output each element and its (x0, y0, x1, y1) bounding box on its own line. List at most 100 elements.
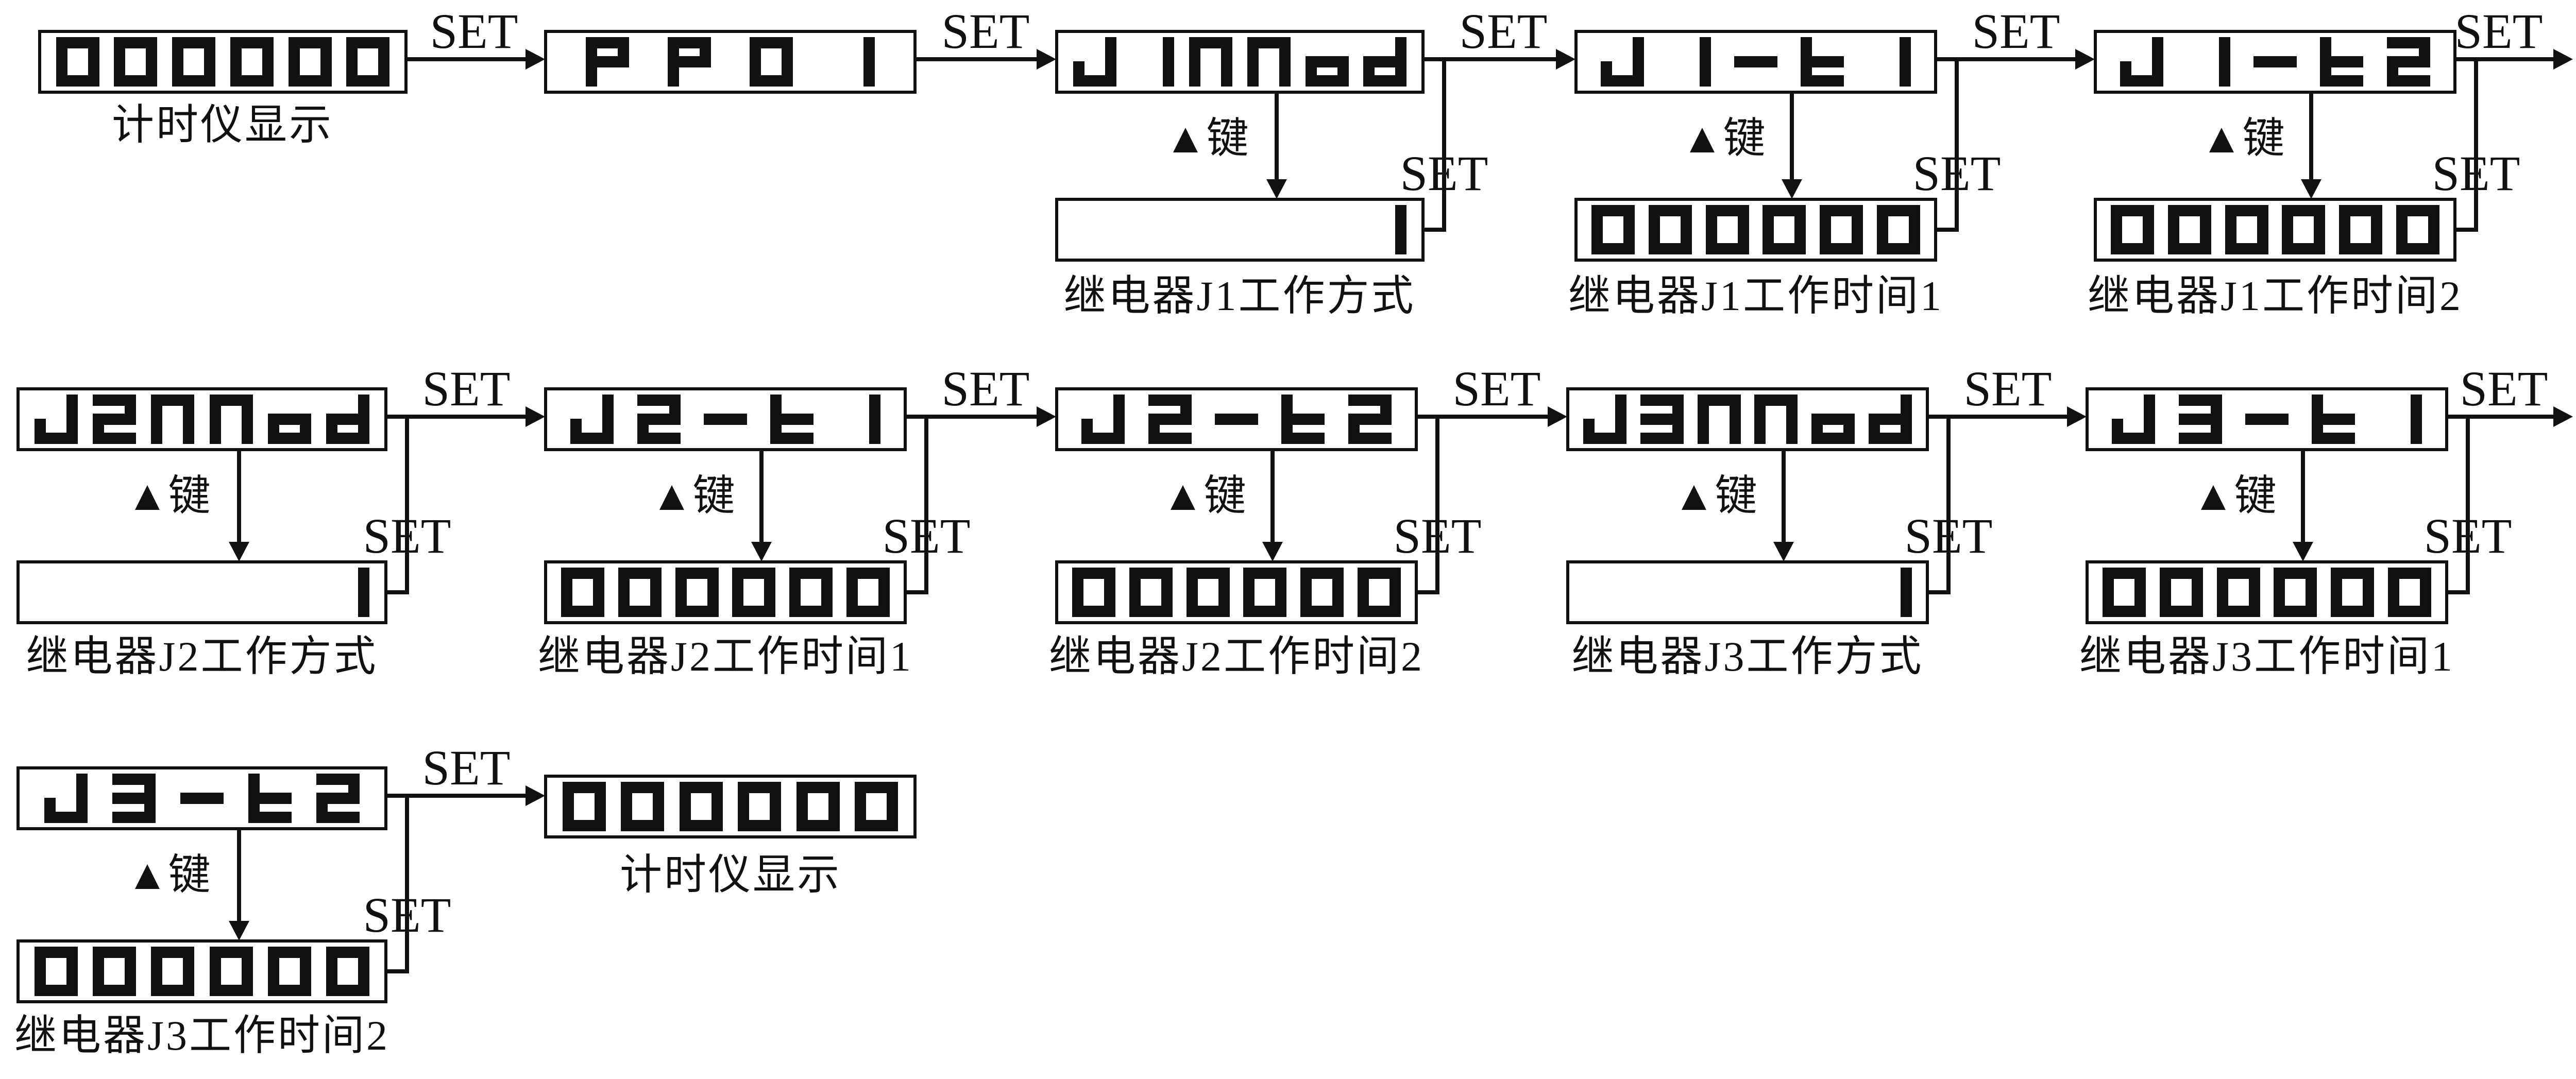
seven-segment-digit (2331, 568, 2375, 617)
arrow-right-icon (1556, 49, 1575, 70)
param-display-box (1574, 30, 1937, 94)
set-label: SET (1452, 361, 1541, 416)
param-caption: 继电器J3工作方式 (1571, 633, 1924, 680)
seven-segment-digit (1247, 37, 1291, 87)
seven-segment-digit (1754, 395, 1798, 444)
arrow-down-icon (751, 542, 772, 561)
seven-segment-digit (1073, 37, 1116, 87)
connector-line (2301, 451, 2305, 545)
seven-segment-digit (1899, 37, 1911, 87)
seven-segment-digit (621, 782, 665, 831)
param-caption: 继电器J3工作时间2 (14, 1012, 389, 1059)
seven-segment-digit (562, 782, 606, 831)
connector-line (907, 415, 1041, 419)
seven-segment-digit (209, 395, 253, 444)
seven-segment-digit (180, 793, 224, 804)
seven-segment-digit (35, 395, 78, 444)
arrow-right-icon (2553, 406, 2573, 427)
connector-line (1937, 228, 1959, 232)
seven-segment-digit (1762, 205, 1806, 254)
seven-segment-digit (1640, 568, 1684, 617)
set-label: SET (941, 4, 1030, 59)
connector-line (1435, 415, 1439, 594)
seven-segment-digit (1901, 568, 1912, 617)
seven-segment-digit (869, 395, 880, 444)
seven-segment-display (1058, 563, 1415, 621)
connector-line (1937, 57, 2079, 61)
seven-segment-digit (93, 568, 136, 617)
seven-segment-digit (1243, 568, 1287, 617)
up-key-label: ▲键 (126, 472, 211, 519)
param-display-box (16, 766, 387, 830)
up-key-label: ▲键 (1164, 115, 1249, 162)
param-caption: 继电器J2工作方式 (26, 633, 378, 680)
connector-line (2448, 590, 2470, 594)
seven-segment-digit (1305, 56, 1349, 87)
seven-segment-display (41, 33, 404, 91)
connector-line (405, 415, 409, 594)
param-caption: 继电器J1工作时间1 (1568, 272, 1943, 319)
seven-segment-digit (93, 395, 137, 444)
connector-line (387, 969, 409, 973)
connector-line (924, 415, 928, 594)
connector-line (1442, 57, 1446, 232)
param-display-box (2094, 30, 2456, 94)
seven-segment-display (547, 778, 913, 835)
seven-segment-digit (789, 568, 833, 617)
connector-line (1929, 590, 1951, 594)
seven-segment-digit (738, 782, 782, 831)
set-label: SET (941, 361, 1030, 416)
connector-line (1270, 451, 1275, 545)
seven-segment-digit (1395, 205, 1407, 254)
seven-segment-digit (732, 568, 776, 617)
arrow-down-icon (229, 542, 249, 561)
seven-segment-digit (1877, 205, 1921, 254)
seven-segment-digit (1363, 37, 1407, 87)
connector-line (237, 830, 241, 924)
connector-line (759, 451, 764, 545)
seven-segment-digit (1820, 205, 1863, 254)
seven-segment-digit (1811, 414, 1855, 444)
seven-segment-digit (210, 568, 253, 617)
seven-segment-digit (1348, 395, 1392, 444)
seven-segment-digit (1801, 37, 1844, 87)
seven-segment-digit (1705, 205, 1749, 254)
seven-segment-digit (2388, 568, 2432, 617)
connector-line (1425, 57, 1560, 61)
seven-segment-digit (2102, 568, 2146, 617)
value-display-box (1055, 560, 1418, 624)
seven-segment-digit (230, 37, 274, 87)
seven-segment-digit (1640, 395, 1684, 444)
seven-segment-digit (2216, 568, 2260, 617)
seven-segment-digit (1648, 205, 1692, 254)
connector-line (1790, 94, 1794, 182)
connector-line (917, 57, 1043, 61)
seven-segment-digit (750, 37, 793, 87)
connector-line (2309, 94, 2313, 182)
value-display-box (1055, 198, 1425, 262)
connector-line (237, 451, 241, 545)
seven-segment-digit (1869, 395, 1912, 444)
seven-segment-digit (1699, 37, 1711, 87)
seven-segment-display (20, 390, 384, 448)
seven-segment-display (1578, 201, 1934, 259)
set-label: SET (1972, 4, 2060, 59)
seven-segment-digit (1583, 568, 1626, 617)
arrow-down-icon (229, 921, 249, 940)
seven-segment-digit (1081, 395, 1125, 444)
seven-segment-digit (2410, 395, 2422, 444)
seven-segment-digit (326, 947, 369, 996)
seven-segment-digit (2253, 56, 2297, 67)
param-caption: 继电器J2工作时间1 (538, 633, 913, 680)
seven-segment-display (1058, 201, 1421, 259)
seven-segment-digit (1214, 414, 1258, 425)
end-display-box (544, 775, 917, 838)
up-key-label: ▲键 (1681, 115, 1766, 162)
set-label: SET (422, 361, 511, 416)
param-display-box (2086, 387, 2448, 451)
seven-segment-display (2097, 201, 2453, 259)
seven-segment-digit (112, 774, 156, 823)
seven-segment-display (1058, 33, 1421, 91)
seven-segment-digit (561, 568, 604, 617)
up-key-label: ▲键 (1162, 472, 1246, 519)
